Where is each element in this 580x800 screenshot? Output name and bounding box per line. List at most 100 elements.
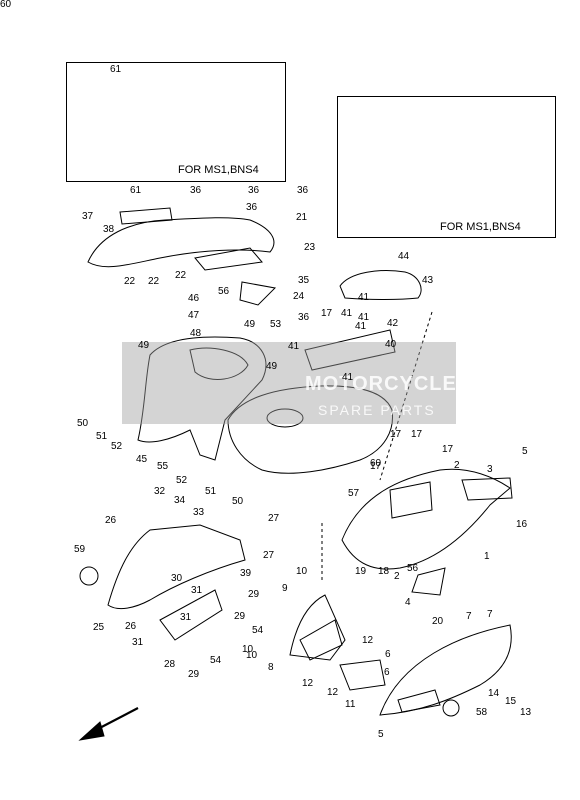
part-number-label: 29 [188,669,200,680]
part-number-label: 60 [370,458,382,469]
part-number-label: 28 [164,659,176,670]
part-number-label: 49 [138,340,150,351]
part-number-label: 58 [476,707,488,718]
part-number-label: 53 [270,319,282,330]
part-number-label: 26 [125,621,137,632]
part-number-label: 12 [327,687,339,698]
part-number-label: 41 [355,321,367,332]
part-number-label: 36 [248,185,260,196]
part-number-label: 5 [522,446,528,457]
part-number-label: 20 [432,616,444,627]
part-number-label: 41 [341,308,353,319]
part-number-label: 57 [348,488,360,499]
part-number-label: 16 [516,519,528,530]
inset-box-right [337,96,556,238]
part-number-label: 39 [240,568,252,579]
part-number-label: 42 [387,318,399,329]
part-number-label: 37 [82,211,94,222]
part-number-label: 41 [342,372,354,383]
part-number-label: 11 [345,699,356,710]
part-number-label: 38 [103,224,115,235]
inset-right-label: FOR MS1,BNS4 [440,221,521,233]
part-number-label: 41 [288,341,300,352]
part-number-label: 9 [282,583,288,594]
part-number-label: 32 [154,486,166,497]
part-number-label: 60 [0,0,12,10]
part-number-label: 40 [385,339,397,350]
part-number-label: 54 [210,655,222,666]
part-number-label: 5 [378,729,384,740]
part-number-label: 52 [176,475,188,486]
part-number-label: 19 [355,566,367,577]
part-number-label: 4 [405,597,411,608]
part-number-label: 12 [302,678,314,689]
part-number-label: 2 [454,460,460,471]
part-number-label: 26 [105,515,117,526]
part-number-label: 34 [174,495,186,506]
part-number-label: 41 [358,312,370,323]
part-number-label: 7 [466,611,472,622]
part-number-label: 12 [362,635,374,646]
part-number-label: 44 [398,251,410,262]
part-number-label: 52 [111,441,123,452]
part-number-label: 33 [193,507,205,518]
part-number-label: 17 [411,429,423,440]
part-number-label: 48 [190,328,202,339]
part-number-label: 17 [370,461,382,472]
part-number-label: 25 [93,622,105,633]
part-number-label: 36 [297,185,309,196]
part-number-label: 1 [484,551,490,562]
watermark-line1: MOTORCYCLE [305,373,457,395]
part-number-label: 35 [298,275,310,286]
part-number-label: 61 [130,185,142,196]
part-number-label: 2 [394,571,400,582]
part-number-label: 50 [232,496,244,507]
part-number-label: 8 [268,662,274,673]
part-number-label: 17 [442,444,454,455]
watermark-band [122,342,456,424]
inset-left-label: FOR MS1,BNS4 [178,164,259,176]
part-number-label: 21 [296,212,308,223]
part-number-label: 17 [390,429,402,440]
part-number-label: 45 [136,454,148,465]
part-number-label: 59 [74,544,86,555]
part-number-label: 49 [244,319,256,330]
part-number-label: 56 [407,563,419,574]
part-number-label: 6 [385,649,391,660]
part-number-label: 22 [175,270,187,281]
part-number-label: 51 [205,486,217,497]
part-number-label: 31 [180,612,192,623]
part-number-label: 10 [242,644,254,655]
part-number-label: 36 [190,185,202,196]
part-number-label: 23 [304,242,316,253]
part-number-label: 47 [188,310,200,321]
part-number-label: 29 [248,589,260,600]
part-number-label: 10 [296,566,308,577]
part-number-label: 7 [487,609,493,620]
part-number-label: 29 [234,611,246,622]
watermark-line2: SPARE PARTS [318,402,436,418]
part-number-label: 10 [246,650,258,661]
part-number-label: 13 [520,707,532,718]
part-number-label: 22 [124,276,136,287]
part-number-label: 14 [488,688,500,699]
part-number-label: 30 [171,573,183,584]
part-number-label: 22 [148,276,160,287]
part-number-label: 27 [268,513,280,524]
part-number-label: 31 [191,585,203,596]
part-number-label: 46 [188,293,200,304]
part-number-label: 27 [263,550,275,561]
part-number-label: 49 [266,361,278,372]
inset-box-left [66,62,286,182]
part-number-label: 41 [358,292,370,303]
part-number-label: 31 [132,637,144,648]
part-number-label: 56 [218,286,230,297]
part-number-label: 6 [384,667,390,678]
part-number-label: 50 [77,418,89,429]
part-number-label: 51 [96,431,108,442]
part-number-label: 24 [293,291,305,302]
part-number-label: 15 [505,696,517,707]
part-number-label: 36 [246,202,258,213]
part-number-label: 3 [487,464,493,475]
